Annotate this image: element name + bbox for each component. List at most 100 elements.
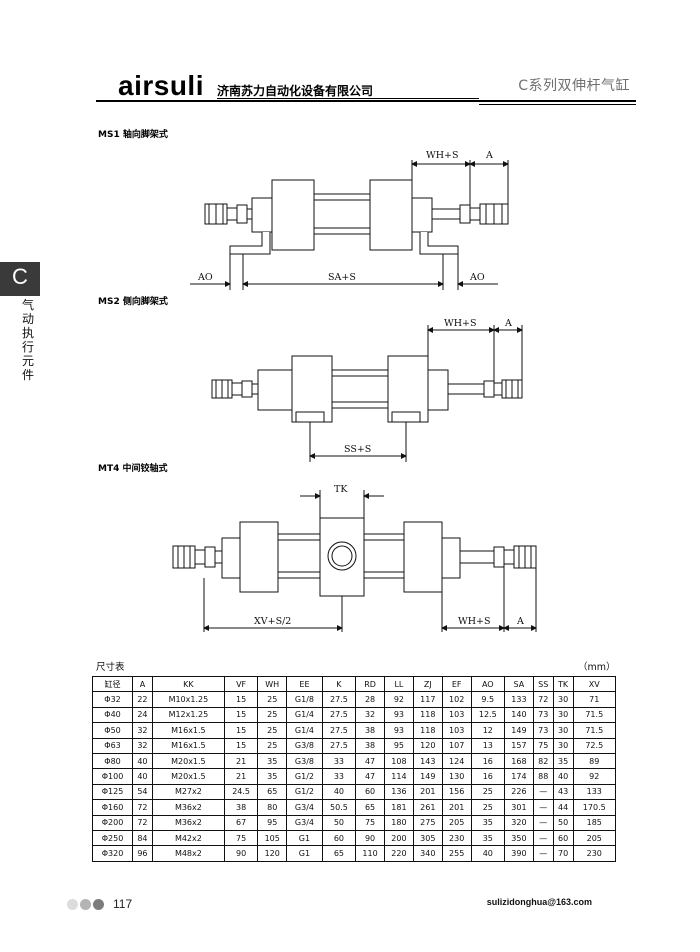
table-cell: 80 xyxy=(257,799,288,816)
table-cell: Φ320 xyxy=(91,845,134,862)
table-cell: 12 xyxy=(470,722,505,739)
table-cell: 40 xyxy=(470,845,505,862)
table-cell: 35 xyxy=(257,768,288,785)
table-cell: 40 xyxy=(321,783,357,801)
table-cell: G1 xyxy=(286,829,323,847)
table-cell: 181 xyxy=(383,799,414,816)
table-cell: 390 xyxy=(503,845,534,862)
table-cell: 9.5 xyxy=(470,691,505,708)
table-cell: G1/2 xyxy=(286,768,323,785)
table-cell: 140 xyxy=(503,706,534,724)
table-cell: Φ50 xyxy=(91,722,134,739)
table-cell: 103 xyxy=(441,706,472,724)
chapter-letter: C xyxy=(12,264,28,289)
table-cell: 72 xyxy=(132,814,153,831)
table-cell: 44 xyxy=(552,799,574,816)
table-cell: 95 xyxy=(383,737,414,754)
table-cell: 73 xyxy=(532,706,554,724)
table-cell: 340 xyxy=(412,845,443,862)
table-cell: 35 xyxy=(470,829,505,847)
table-cell: 108 xyxy=(383,752,414,770)
table-cell: 27.5 xyxy=(321,691,357,708)
table-cell: G1/4 xyxy=(286,706,323,724)
dim-ms1-sa: SA+S xyxy=(328,272,356,283)
table-cell: 50 xyxy=(552,814,574,831)
table-cell: — xyxy=(532,783,554,801)
table-cell: 38 xyxy=(223,799,259,816)
table-cell: G3/8 xyxy=(286,737,323,754)
table-cell: 35 xyxy=(552,752,574,770)
table-cell: 60 xyxy=(552,829,574,847)
table-cell: M27x2 xyxy=(151,783,225,801)
mt4-cylinder-drawing xyxy=(172,490,537,632)
dim-ms2-a: A xyxy=(504,318,512,329)
table-cell: 27.5 xyxy=(321,706,357,724)
table-cell: 32 xyxy=(132,737,153,754)
table-cell: G1 xyxy=(286,845,323,862)
table-cell: Φ80 xyxy=(91,752,134,770)
table-cell: 33 xyxy=(321,752,357,770)
table-header-cell: ZJ xyxy=(412,675,443,693)
table-cell: 92 xyxy=(572,768,616,785)
page-dot xyxy=(93,899,104,910)
dim-ms1-ao-right: AO xyxy=(469,272,485,283)
table-cell: M20x1.5 xyxy=(151,768,225,785)
table-cell: 95 xyxy=(257,814,288,831)
table-cell: 16 xyxy=(470,768,505,785)
table-cell: 71 xyxy=(572,691,616,708)
company-name: 济南苏力自动化设备有限公司 xyxy=(217,84,374,98)
table-cell: 65 xyxy=(321,845,357,862)
table-cell: 54 xyxy=(132,783,153,801)
table-unit: （mm） xyxy=(578,662,616,673)
ms2-cylinder-drawing xyxy=(211,325,523,462)
table-cell: 156 xyxy=(441,783,472,801)
table-cell: 102 xyxy=(441,691,472,708)
table-cell: 71.5 xyxy=(572,706,616,724)
table-header-cell: 缸径 xyxy=(91,675,134,693)
dim-mt4-xv: XV+S/2 xyxy=(254,616,291,627)
table-cell: 226 xyxy=(503,783,534,801)
table-header-cell: VF xyxy=(223,675,259,693)
table-cell: Φ160 xyxy=(91,799,134,816)
table-cell: 201 xyxy=(412,783,443,801)
table-cell: M42x2 xyxy=(151,829,225,847)
table-cell: 65 xyxy=(355,799,385,816)
table-cell: 205 xyxy=(441,814,472,831)
dim-mt4-a: A xyxy=(516,616,524,627)
table-cell: 105 xyxy=(257,829,288,847)
table-cell: 24.5 xyxy=(223,783,259,801)
table-cell: 60 xyxy=(321,829,357,847)
table-cell: 43 xyxy=(552,783,574,801)
dim-ms2-ss: SS+S xyxy=(344,444,371,455)
table-cell: 30 xyxy=(552,691,574,708)
table-cell: 13 xyxy=(470,737,505,754)
table-cell: 75 xyxy=(355,814,385,831)
dim-ms1-wh: WH+S xyxy=(426,150,459,161)
table-cell: 72.5 xyxy=(572,737,616,754)
table-cell: 25 xyxy=(470,783,505,801)
table-header-cell: KK xyxy=(151,675,225,693)
table-cell: 136 xyxy=(383,783,414,801)
table-cell: 25 xyxy=(257,722,288,739)
table-cell: 27.5 xyxy=(321,722,357,739)
table-cell: 143 xyxy=(412,752,443,770)
table-cell: 124 xyxy=(441,752,472,770)
table-cell: Φ200 xyxy=(91,814,134,831)
table-cell: Φ40 xyxy=(91,706,134,724)
table-cell: 33 xyxy=(321,768,357,785)
table-cell: 15 xyxy=(223,706,259,724)
table-header-cell: WH xyxy=(257,675,288,693)
table-cell: M20x1.5 xyxy=(151,752,225,770)
page-header: airsuli 济南苏力自动化设备有限公司 C系列双伸杆气缸 xyxy=(96,70,636,108)
dim-ms1-a: A xyxy=(485,150,493,161)
chapter-tab-rule xyxy=(0,294,40,296)
table-cell: 15 xyxy=(223,722,259,739)
table-cell: 50 xyxy=(321,814,357,831)
